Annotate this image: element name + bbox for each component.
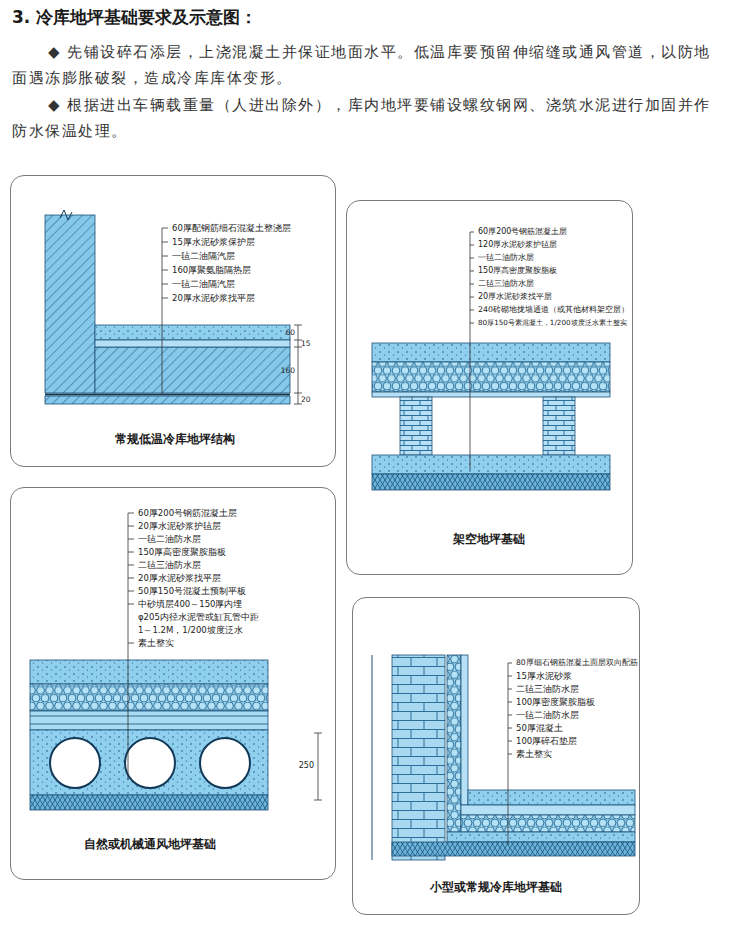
bullet-note: ◆ 先铺设碎石添层，上浇混凝土并保证地面水平。低温库要预留伸缩缝或通风管道，以防… [12, 39, 712, 91]
layer-label: 二毡三油防水层 [516, 684, 579, 694]
drawing-part [30, 684, 268, 711]
drawing-part [30, 660, 268, 684]
layer-label: 二毡三油防水层 [478, 279, 534, 289]
layer-label: 80厚150号素混凝土，1/200坡度泛水素土整实 [478, 319, 627, 328]
layer-label: 1～1.2M，1/200坡度泛水 [138, 625, 243, 635]
page-title: 3. 冷库地坪基础要求及示意图： [12, 6, 257, 29]
layer-label: 50厚150号混凝土预制平板 [138, 586, 246, 596]
floor-panel: 自然或机械通风地坪基础 [10, 487, 336, 880]
panel-caption: 小型或常规冷库地坪基础 [430, 880, 562, 896]
layer-label: 120厚水泥砂浆护毡层 [478, 240, 557, 250]
layer-label: 60 [285, 328, 295, 337]
drawing-part [95, 347, 290, 393]
drawing-part [45, 394, 290, 396]
layer-label: 一毡二油隔汽层 [172, 251, 235, 261]
layer-label: 250 [299, 761, 314, 771]
layer-label: 二毡三油防水层 [138, 560, 201, 570]
layer-label: 一毡二油防水层 [138, 534, 201, 544]
layer-label: 60厚200号钢筋混凝土层 [138, 508, 237, 518]
layer-label: 中砂填层400～150厚内埋 [138, 599, 242, 609]
drawing-part [447, 832, 635, 842]
layer-label: 素土整实 [516, 749, 552, 759]
panel3-drawing [30, 513, 322, 810]
drawing-part [508, 663, 512, 845]
drawing-part [30, 716, 268, 724]
drawing-part [45, 396, 290, 404]
layer-label: 素土整实 [138, 638, 174, 648]
floor-panel: 小型或常规冷库地坪基础 [352, 597, 640, 915]
layer-label: 一毡二油防水层 [516, 710, 579, 720]
drawing-part [372, 392, 610, 397]
layer-label: 150厚高密度聚胺脂板 [478, 266, 557, 276]
layer-label: 15 [301, 339, 311, 348]
drawing-part [200, 738, 250, 788]
drawing-part [461, 655, 468, 805]
panel-caption: 架空地坪基础 [453, 532, 525, 548]
drawing-part [30, 711, 268, 730]
layer-label: 20厚水泥砂浆找平层 [478, 292, 552, 302]
drawing-part [392, 655, 445, 860]
drawing-part [392, 842, 635, 856]
layer-label: 100厚碎石垫层 [516, 736, 577, 746]
layer-label: 一毡二油防水层 [478, 253, 534, 263]
panel1-drawing [45, 210, 302, 404]
drawing-part [461, 805, 635, 815]
layer-label: 50厚混凝土 [516, 723, 563, 733]
layer-label: 60厚200号钢筋混凝土层 [478, 227, 567, 237]
layer-label: 160 [281, 366, 295, 375]
drawing-part [372, 455, 610, 474]
layer-label: 240砖砌地拢墙通道（或其他材料架空层） [478, 305, 629, 314]
drawing-part [95, 340, 290, 347]
layer-label: 160厚聚氨脂隔热层 [172, 265, 251, 275]
drawing-part [543, 397, 575, 455]
drawing-part [468, 790, 635, 805]
drawing-part [470, 232, 474, 470]
drawing-part [162, 228, 168, 395]
layer-label: 100厚密度聚胺脂板 [516, 697, 595, 707]
layer-label: 15厚水泥砂浆 [516, 671, 572, 681]
drawing-part [95, 325, 290, 340]
drawing-part [372, 474, 610, 490]
panel4-drawing [372, 655, 635, 860]
drawing-part [128, 513, 134, 780]
drawing-part [400, 397, 432, 455]
drawing-part [30, 730, 268, 795]
drawing-part [50, 738, 100, 788]
drawing-part [60, 210, 72, 220]
layer-label: 20厚水泥砂浆护毡层 [138, 521, 221, 531]
drawing-part [125, 738, 175, 788]
drawing-part [45, 215, 95, 393]
drawing-part [314, 733, 322, 800]
layer-label: 15厚水泥砂浆保护层 [172, 237, 255, 247]
drawing-part [372, 343, 610, 362]
layer-label: 20厚水泥砂浆找平层 [138, 573, 221, 583]
bullet-note: ◆ 根据进出车辆载重量（人进出除外），库内地坪要铺设螺纹钢网、浇筑水泥进行加固并… [12, 92, 712, 144]
layer-label: 20厚水泥砂浆找平层 [172, 293, 255, 303]
panel-caption: 自然或机械通风地坪基础 [84, 837, 216, 853]
floor-panel: 常规低温冷库地坪结构 [10, 175, 336, 467]
layer-label: 20 [301, 395, 311, 404]
drawing-part [461, 815, 635, 832]
panel-caption: 常规低温冷库地坪结构 [115, 432, 235, 448]
layer-label: 60厚配钢筋细石混凝土整浇层 [172, 223, 291, 233]
drawing-part [372, 362, 610, 392]
panel2-drawing [372, 232, 610, 490]
drawing-part [30, 795, 268, 810]
drawing-part [447, 655, 461, 832]
layer-label: 一毡二油隔汽层 [172, 279, 235, 289]
layer-label: φ205内径水泥管或缸瓦管中距 [138, 612, 259, 622]
drawing-part [372, 655, 373, 860]
layer-label: 150厚高密度聚胺脂板 [138, 547, 226, 557]
layer-label: 80厚细石钢筋混凝土面层双向配筋 [516, 658, 638, 667]
drawing-part [294, 325, 302, 404]
